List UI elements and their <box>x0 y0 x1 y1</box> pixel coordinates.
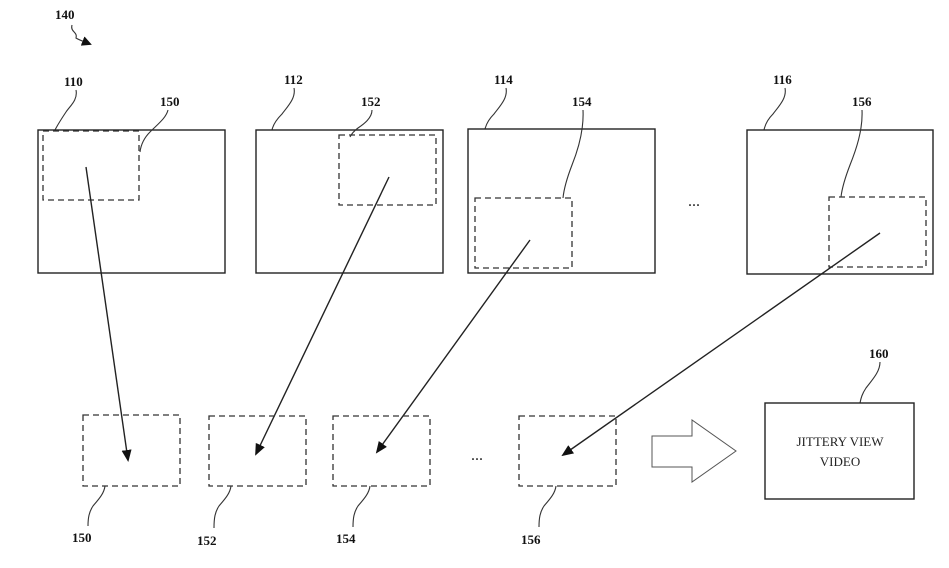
cropped-region <box>208 415 307 487</box>
jittery-view-video-output: 160 JITTERY VIEW VIDEO <box>764 346 915 500</box>
frame-leader-line <box>271 87 295 131</box>
crop-label: 150 <box>72 530 92 545</box>
cropped-region <box>332 415 431 487</box>
output-leader-line <box>859 361 881 404</box>
mapping-arrow-154 <box>375 239 531 454</box>
crop-leader-line <box>87 485 106 527</box>
crop-label: 152 <box>361 94 381 109</box>
frame-112: 112 152 <box>255 72 444 274</box>
frame-label: 116 <box>773 72 792 87</box>
video-frame <box>746 129 934 275</box>
crop-label: 156 <box>852 94 872 109</box>
mapping-arrow-152 <box>255 176 390 456</box>
frame-leader-line <box>484 87 507 130</box>
output-box <box>764 402 915 500</box>
crop-region <box>828 196 927 268</box>
crops-ellipsis: ... <box>471 447 483 464</box>
output-text-line1: JITTERY VIEW <box>796 434 884 449</box>
cropped-region <box>82 414 181 487</box>
frame-leader-line <box>763 87 786 131</box>
crop-leader-line <box>349 109 373 138</box>
cropped-152: 152 <box>197 415 307 548</box>
figure-label: 140 <box>55 7 75 22</box>
crop-leader-line <box>562 109 584 199</box>
frame-110: 110 150 <box>37 74 226 274</box>
cropped-150: 150 <box>72 414 181 545</box>
crop-label: 154 <box>336 531 356 546</box>
frame-116: 116 156 <box>746 72 934 275</box>
crop-leader-line <box>538 485 557 528</box>
frame-label: 112 <box>284 72 303 87</box>
video-frame <box>467 128 656 274</box>
mapping-arrow-156 <box>561 232 881 457</box>
crop-label: 154 <box>572 94 592 109</box>
output-label: 160 <box>869 346 889 361</box>
crop-leader-line <box>840 109 863 198</box>
output-text-line2: VIDEO <box>820 454 860 469</box>
frame-label: 114 <box>494 72 513 87</box>
video-frame <box>37 129 226 274</box>
frames-ellipsis: ... <box>688 193 700 210</box>
video-frame <box>255 129 444 274</box>
crop-label: 150 <box>160 94 180 109</box>
crop-leader-line <box>139 109 169 153</box>
frame-leader-line <box>54 89 77 131</box>
crop-leader-line <box>352 485 371 528</box>
cropped-156: 156 <box>518 415 617 547</box>
mapping-arrow-150 <box>85 166 132 462</box>
crop-label: 156 <box>521 532 541 547</box>
crop-region <box>474 197 573 269</box>
frame-114: 114 154 <box>467 72 656 274</box>
frame-label: 110 <box>64 74 83 89</box>
block-arrow-icon <box>651 419 737 483</box>
crop-leader-line <box>213 485 232 529</box>
cropped-154: 154 <box>332 415 431 546</box>
crop-label: 152 <box>197 533 217 548</box>
crop-region <box>338 134 437 206</box>
figure-pointer-arrow <box>71 24 92 46</box>
cropped-region <box>518 415 617 487</box>
